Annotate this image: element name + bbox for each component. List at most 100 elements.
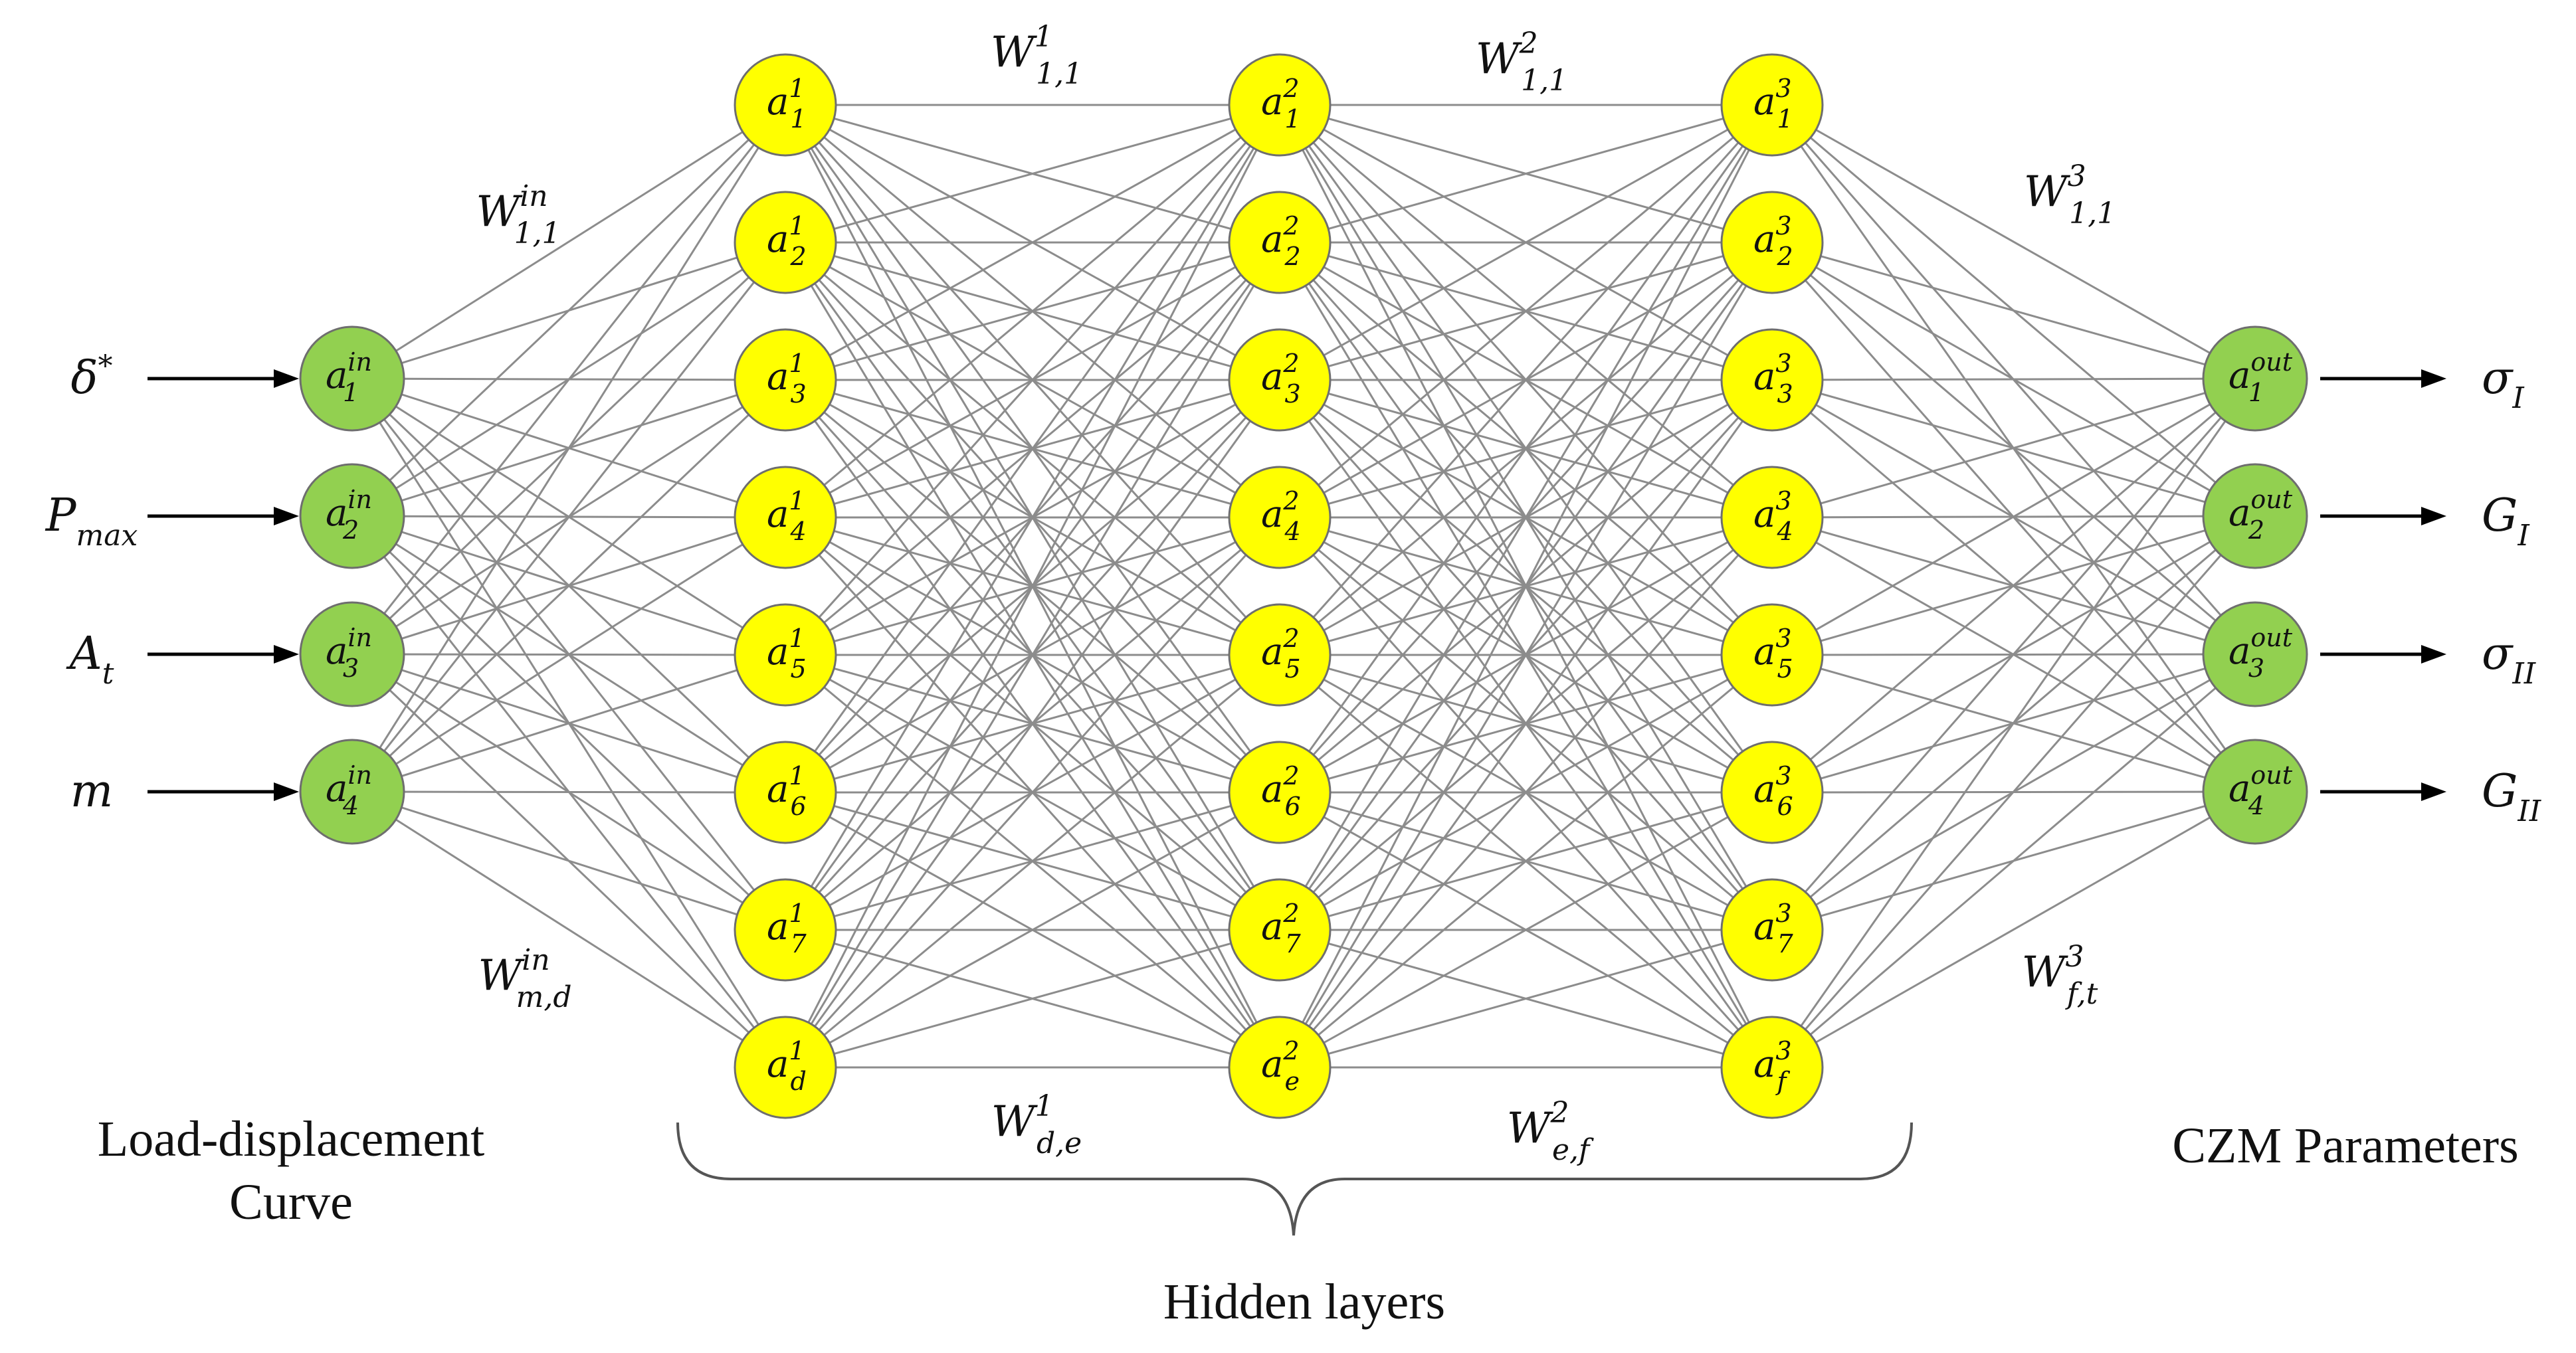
neuron-label-h1-5-sup: 1 — [789, 624, 805, 653]
neuron-label-out-1-sup: out — [2250, 347, 2292, 377]
neuron-out-1 — [2202, 325, 2308, 432]
edge-h3-8-to-out-1 — [1771, 378, 2256, 1068]
neuron-label-h2-4-sub: 4 — [1284, 517, 1301, 546]
hidden-layers-brace — [676, 1122, 1913, 1236]
neuron-label-in-3-sup: in — [347, 623, 372, 652]
neuron-h1-7 — [734, 878, 837, 982]
edge-h3-5-to-out-1 — [1771, 377, 2256, 656]
neuron-label-h1-7-base: a — [767, 905, 789, 948]
neuron-label-h2-6-sub: 6 — [1285, 792, 1301, 821]
neuron-out-4 — [2202, 739, 2308, 845]
weight-label-out-bot-sub: f,t — [2065, 977, 2098, 1011]
neuron-label-h3-4-sup: 3 — [1775, 486, 1791, 515]
edge-h2-2-to-h3-1 — [1279, 104, 1773, 244]
edge-h1-8-to-h2-4 — [784, 516, 1281, 1069]
weight-label-in-top-sub: 1,1 — [514, 217, 561, 250]
neuron-label-out-4-sub: 4 — [2248, 791, 2264, 820]
neuron-label-h2-7-sup: 2 — [1282, 899, 1299, 928]
neuron-label-h2-6-sup: 2 — [1282, 761, 1299, 790]
neuron-h3-5 — [1720, 603, 1824, 707]
edge-h2-8-to-h3-4 — [1278, 516, 1773, 1069]
input-label-1-sup: * — [98, 349, 112, 383]
neuron-label-in-2-sub: 2 — [342, 515, 359, 545]
neuron-label-out-3-base: a — [2229, 630, 2250, 673]
neuron-label-h2-5-sub: 5 — [1285, 654, 1301, 683]
output-arrowhead-1 — [2421, 369, 2446, 388]
edge-in-4-to-h1-5 — [351, 654, 786, 793]
edge-h1-3-to-h2-1 — [785, 104, 1280, 381]
input-label-2-sub: max — [76, 519, 138, 553]
io-arrows — [148, 369, 2446, 801]
neuron-label-h3-8-sup: 3 — [1775, 1036, 1791, 1065]
neuron-label-out-2-sup: out — [2250, 485, 2292, 514]
neuron-label-h3-2-sup: 3 — [1775, 211, 1791, 240]
output-label-3: σII — [2482, 628, 2537, 691]
edge-h2-8-to-h3-6 — [1279, 791, 1773, 1069]
neuron-label-h1-2-sup: 1 — [789, 211, 805, 240]
weight-label-h1-bot-sup: 1 — [1035, 1089, 1054, 1123]
neuron-label-h2-4-base: a — [1261, 493, 1283, 536]
output-label-3-sub: II — [2512, 657, 2536, 691]
neuron-label-h3-8-base: a — [1753, 1043, 1775, 1086]
neuron-label-h1-5-base: a — [767, 630, 789, 674]
neuron-label-h1-5-sub: 5 — [791, 654, 807, 683]
output-label-4-base: G — [2482, 765, 2518, 818]
input-label-3-base: A — [66, 628, 102, 680]
neurons — [299, 53, 2308, 1119]
neuron-h3-4 — [1720, 466, 1824, 569]
neuron-label-h3-1-sub: 1 — [1777, 104, 1793, 134]
weight-label-in-bot-base: W — [478, 951, 525, 1000]
input-caption-line2: Curve — [229, 1174, 353, 1230]
weight-label-in-bot-sup: in — [522, 943, 549, 977]
hidden-layers-caption: Hidden layers — [1163, 1274, 1445, 1330]
neuron-in-3 — [299, 601, 405, 707]
weight-label-out-top-sub: 1,1 — [2069, 197, 2116, 230]
neuron-label-h3-5-sub: 5 — [1777, 654, 1793, 683]
neuron-h1-2 — [734, 191, 837, 294]
neuron-h2-3 — [1228, 328, 1332, 432]
input-label-4: m — [70, 765, 113, 818]
edge-h2-8-to-h3-3 — [1278, 379, 1773, 1068]
neuron-label-h3-2-sub: 2 — [1777, 242, 1793, 271]
edge-h1-8-to-h2-5 — [785, 654, 1280, 1069]
neuron-label-h1-7-sup: 1 — [789, 899, 805, 928]
output-arrowhead-3 — [2421, 645, 2446, 664]
neuron-label-h2-7-base: a — [1261, 905, 1283, 948]
neuron-label-h3-7-sub: 7 — [1777, 929, 1794, 958]
neuron-label-h3-4-base: a — [1753, 493, 1775, 536]
neuron-in-1 — [299, 325, 405, 432]
output-label-2-sub: I — [2517, 519, 2530, 553]
edge-h1-4-to-h2-1 — [785, 104, 1280, 519]
neuron-in-2 — [299, 463, 405, 569]
neuron-out-2 — [2202, 463, 2308, 569]
neuron-label-out-3-sub: 3 — [2248, 654, 2264, 683]
neuron-label-h1-8-base: a — [767, 1043, 789, 1086]
output-label-2-base: G — [2482, 490, 2518, 542]
neuron-label-in-3-sub: 3 — [343, 654, 359, 683]
weight-label-out-bot-base: W — [2022, 948, 2069, 997]
neuron-label-h1-1-sub: 1 — [791, 104, 807, 134]
weight-label-out-bot-sup: 3 — [2065, 940, 2084, 974]
input-caption-line1: Load-displacement — [98, 1111, 484, 1167]
output-label-1-sub: I — [2512, 381, 2525, 415]
edge-h1-8-to-h2-3 — [784, 379, 1281, 1068]
neuron-label-in-1-sub: 1 — [343, 378, 359, 407]
edge-h3-4-to-out-1 — [1771, 377, 2256, 519]
neuron-h3-8 — [1720, 1016, 1824, 1119]
edge-in-4-to-h1-3 — [351, 379, 787, 793]
weight-label-h2-top-base: W — [1476, 35, 1523, 84]
neuron-h1-3 — [734, 328, 837, 432]
